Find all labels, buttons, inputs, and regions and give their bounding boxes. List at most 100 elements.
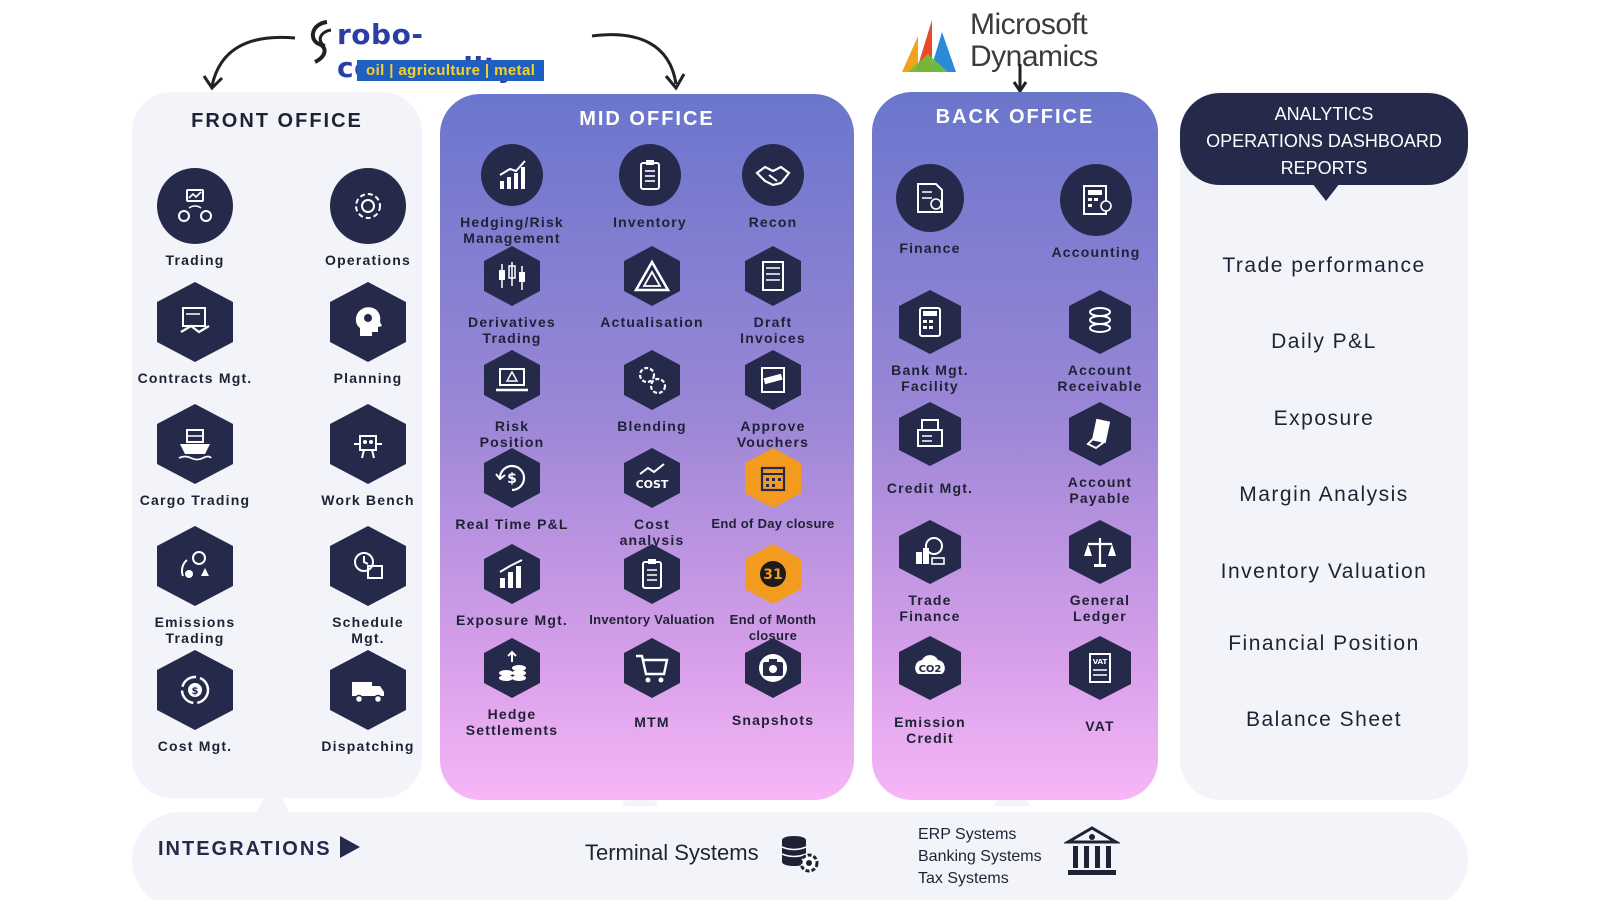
dynamics-word: Dynamics	[970, 40, 1098, 73]
mid-item-label: Blending	[617, 418, 687, 434]
robo-logo-tagline: oil | agriculture | metal	[357, 60, 545, 81]
mid-item-draft-invoices[interactable]: Draft Invoices	[713, 246, 833, 346]
mid-item-label: Hedge Settlements	[465, 706, 559, 738]
front-item-label: Schedule Mgt.	[332, 614, 404, 646]
front-item-label: Planning	[333, 370, 403, 386]
mid-item-derivatives[interactable]: Derivatives Trading	[452, 246, 572, 346]
banking-systems-label: Banking Systems	[918, 848, 1042, 865]
dollar-cycle-icon: $	[484, 448, 540, 508]
report-margin-analysis[interactable]: Margin Analysis	[1239, 483, 1409, 506]
coins-icon	[484, 638, 540, 698]
bank-building-icon	[1064, 826, 1120, 875]
analytics-header: ANALYTICS OPERATIONS DASHBOARD REPORTS	[1180, 93, 1468, 201]
mid-item-label: Inventory	[613, 214, 687, 230]
bar-chart-icon	[484, 544, 540, 604]
report-financial-position[interactable]: Financial Position	[1228, 632, 1420, 655]
back-item-account-payable[interactable]: Account Payable	[1040, 402, 1160, 506]
mid-item-snapshots[interactable]: Snapshots	[713, 638, 833, 728]
mid-item-label: Derivatives Trading	[468, 314, 556, 346]
front-item-operations[interactable]: Operations	[308, 168, 428, 268]
front-item-label: Dispatching	[321, 738, 415, 754]
mid-item-real-time-pl[interactable]: $ Real Time P&L	[452, 448, 572, 532]
report-exposure[interactable]: Exposure	[1273, 407, 1375, 430]
front-item-label: Trading	[165, 252, 225, 268]
calendar-31-icon: 31	[745, 544, 801, 604]
mid-item-cost-analysis[interactable]: COST Cost analysis	[592, 448, 712, 548]
mid-item-label: Snapshots	[731, 712, 815, 728]
back-item-label: Bank Mgt. Facility	[891, 362, 969, 394]
front-item-planning[interactable]: Planning	[308, 282, 428, 386]
svg-text:COST: COST	[636, 478, 669, 491]
svg-text:$: $	[192, 686, 199, 697]
cost-cycle-icon: $	[157, 650, 233, 730]
report-daily-pl[interactable]: Daily P&L	[1271, 330, 1377, 353]
scales-icon	[1069, 520, 1131, 584]
report-inventory-valuation[interactable]: Inventory Valuation	[1220, 560, 1428, 583]
mid-item-approve-vouchers[interactable]: Approve Vouchers	[713, 350, 833, 450]
triangle-icon	[624, 246, 680, 306]
back-item-bank-mgt[interactable]: Bank Mgt. Facility	[870, 290, 990, 394]
mid-item-blending[interactable]: Blending	[592, 350, 712, 434]
front-item-contracts[interactable]: Contracts Mgt.	[135, 282, 255, 386]
back-item-label: Emission Credit	[894, 714, 966, 746]
front-item-cargo-trading[interactable]: Cargo Trading	[135, 404, 255, 508]
database-gear-icon	[781, 836, 819, 873]
analytics-panel	[1180, 92, 1468, 800]
front-office-title: FRONT OFFICE	[191, 110, 363, 132]
svg-text:31: 31	[763, 567, 782, 583]
co2-icon: CO2	[899, 636, 961, 700]
back-item-label: Trade Finance	[899, 592, 961, 624]
report-balance-sheet[interactable]: Balance Sheet	[1245, 708, 1403, 731]
warning-laptop-icon	[484, 350, 540, 410]
mid-office-title: MID OFFICE	[579, 108, 715, 130]
back-item-vat[interactable]: VAT VAT	[1040, 636, 1160, 734]
mid-item-exposure-mgt[interactable]: Exposure Mgt.	[452, 544, 572, 628]
fax-icon	[899, 402, 961, 466]
back-item-emission-credit[interactable]: CO2 Emission Credit	[870, 636, 990, 746]
growth-chart-icon	[481, 144, 543, 206]
mid-item-hedge-settlements[interactable]: Hedge Settlements	[452, 638, 572, 738]
microsoft-word: Microsoft	[970, 8, 1088, 41]
mid-item-hedging[interactable]: Hedging/Risk Management	[452, 144, 572, 246]
back-item-trade-finance[interactable]: Trade Finance	[870, 520, 990, 624]
erp-systems-label: ERP Systems	[918, 826, 1017, 843]
back-item-accounting[interactable]: Accounting	[1036, 164, 1156, 260]
mid-item-mtm[interactable]: MTM	[592, 638, 712, 730]
invoice-icon	[745, 246, 801, 306]
calculator-doc-icon	[1060, 164, 1132, 236]
analytics-header-line: REPORTS	[1280, 158, 1368, 178]
back-item-account-receivable[interactable]: Account Receivable	[1040, 290, 1160, 394]
calendar-icon	[745, 448, 801, 508]
front-item-schedule[interactable]: Schedule Mgt.	[308, 526, 428, 646]
back-office-title: BACK OFFICE	[935, 106, 1095, 128]
mid-item-label: Cost analysis	[619, 516, 685, 548]
mid-item-end-of-day[interactable]: End of Day closure	[711, 448, 834, 532]
mid-item-inventory-valuation[interactable]: Inventory Valuation	[589, 544, 715, 628]
mid-item-end-of-month[interactable]: 31 End of Month closure	[713, 544, 833, 644]
front-item-label: Emissions Trading	[154, 614, 236, 646]
back-item-general-ledger[interactable]: General Ledger	[1040, 520, 1160, 624]
back-item-label: General Ledger	[1069, 592, 1131, 624]
front-item-dispatching[interactable]: Dispatching	[308, 650, 428, 754]
robo-commodity-logo: robo-commodity oil | agriculture | metal	[305, 8, 585, 88]
front-item-trading[interactable]: Trading	[135, 168, 255, 268]
mid-item-label: Risk Position	[479, 418, 545, 450]
back-item-credit-mgt[interactable]: Credit Mgt.	[870, 402, 990, 496]
report-trade-performance[interactable]: Trade performance	[1222, 254, 1426, 277]
back-item-label: Finance	[899, 240, 961, 256]
candlestick-icon	[484, 246, 540, 306]
mid-item-recon[interactable]: Recon	[713, 144, 833, 230]
analytics-header-tail	[1312, 183, 1340, 201]
coin-stack-icon	[1069, 290, 1131, 354]
mid-item-label: Inventory Valuation	[589, 612, 715, 627]
head-gears-icon	[330, 282, 406, 362]
back-item-finance[interactable]: Finance	[870, 164, 990, 256]
front-item-work-bench[interactable]: Work Bench	[308, 404, 428, 508]
arrow-to-front-icon	[202, 35, 296, 91]
front-item-cost-mgt[interactable]: $ Cost Mgt.	[135, 650, 255, 754]
mid-item-inventory[interactable]: Inventory	[590, 144, 710, 230]
front-item-emissions-trading[interactable]: Emissions Trading	[135, 526, 255, 646]
mid-item-risk-position[interactable]: Risk Position	[452, 350, 572, 450]
clipboard-icon	[619, 144, 681, 206]
mid-item-actualisation[interactable]: Actualisation	[592, 246, 712, 330]
